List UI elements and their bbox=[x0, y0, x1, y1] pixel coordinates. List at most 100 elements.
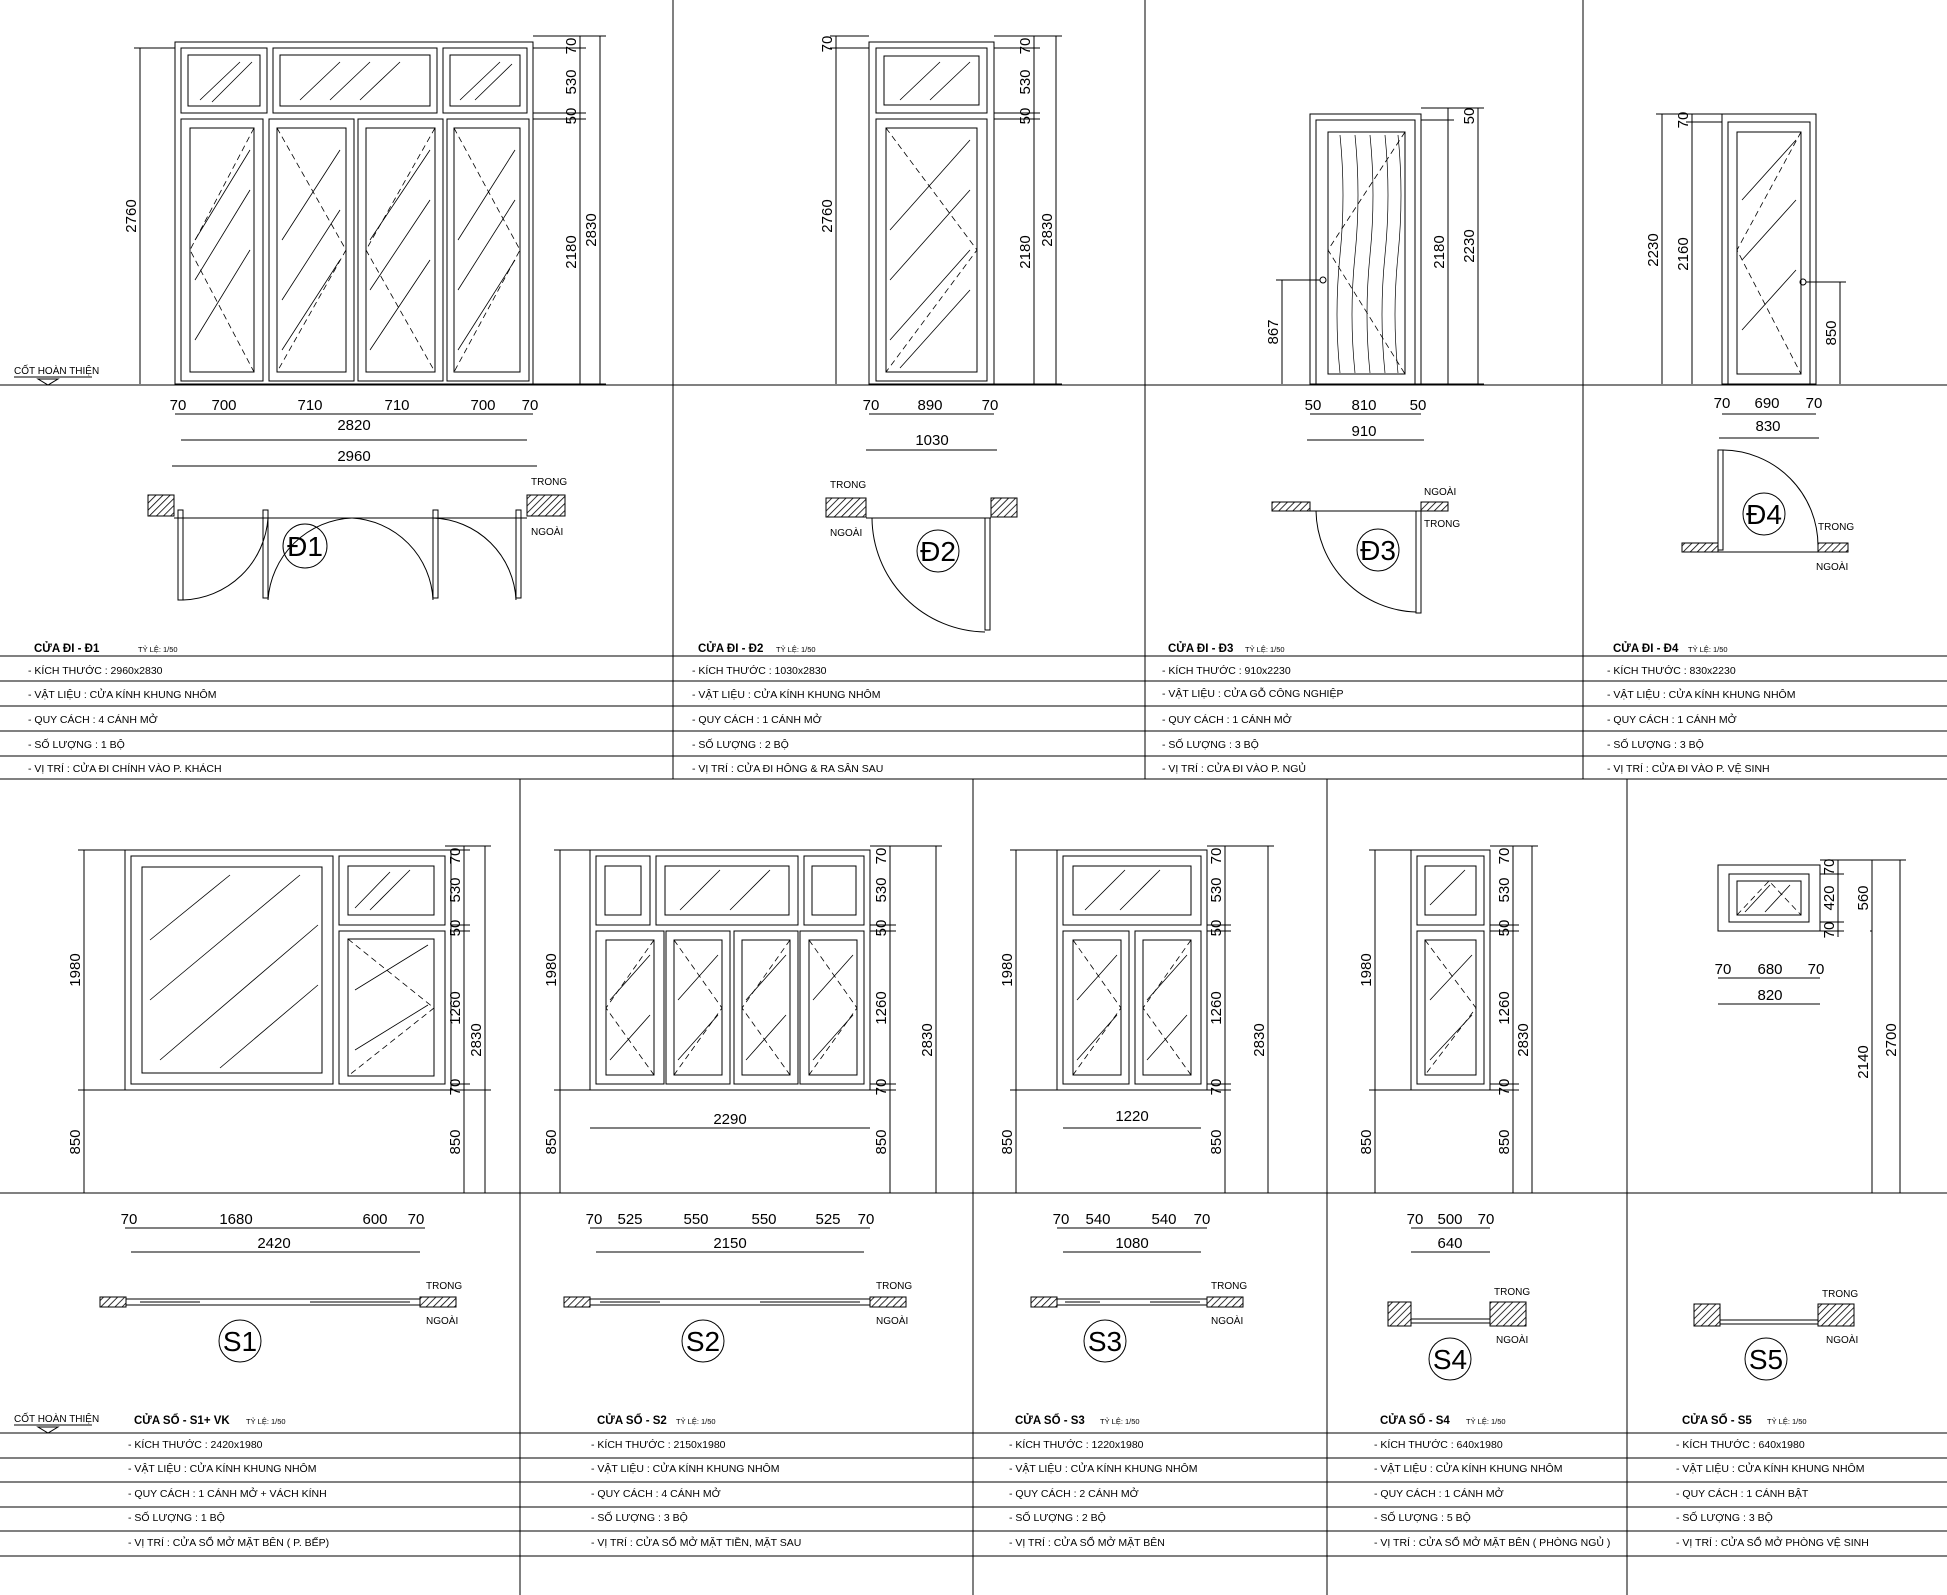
svg-text:- VẬT LIỆU : CỬA KÍNH KHUNG NH: - VẬT LIỆU : CỬA KÍNH KHUNG NHÔM bbox=[1374, 1462, 1562, 1475]
svg-text:- VẬT LIỆU : CỬA KÍNH KHUNG NH: - VẬT LIỆU : CỬA KÍNH KHUNG NHÔM bbox=[1009, 1462, 1197, 1475]
svg-text:710: 710 bbox=[297, 397, 322, 414]
svg-text:- QUY CÁCH : 1 CÁNH MỞ: - QUY CÁCH : 1 CÁNH MỞ bbox=[692, 713, 822, 726]
svg-text:70: 70 bbox=[1478, 1211, 1495, 1228]
window-s3-elevation bbox=[1010, 845, 1274, 1253]
window-s4-plan bbox=[1387, 1301, 1527, 1381]
svg-text:910: 910 bbox=[1351, 423, 1376, 440]
svg-text:1260: 1260 bbox=[1496, 991, 1513, 1024]
svg-text:530: 530 bbox=[1017, 69, 1034, 94]
door-d2-tag: Đ2 bbox=[920, 536, 956, 567]
svg-text:530: 530 bbox=[1496, 877, 1513, 902]
svg-text:540: 540 bbox=[1085, 1211, 1110, 1228]
svg-text:1260: 1260 bbox=[1208, 991, 1225, 1024]
svg-text:TRONG: TRONG bbox=[1818, 522, 1854, 533]
window-s5-dims: 70 420 70 560 2140 2700 70 680 70 820 bbox=[1715, 859, 1900, 1079]
svg-text:- VỊ TRÍ : CỬA ĐI VÀO P. NGỦ: - VỊ TRÍ : CỬA ĐI VÀO P. NGỦ bbox=[1162, 762, 1306, 775]
svg-text:2820: 2820 bbox=[337, 417, 370, 434]
svg-text:- SỐ LƯỢNG : 1 BỘ: - SỐ LƯỢNG : 1 BỘ bbox=[128, 1510, 225, 1524]
svg-text:TỶ LỆ: 1/50: TỶ LỆ: 1/50 bbox=[1466, 1417, 1506, 1426]
svg-text:CỬA ĐI - Đ3: CỬA ĐI - Đ3 bbox=[1168, 642, 1233, 655]
svg-text:50: 50 bbox=[1410, 397, 1427, 414]
svg-text:- VỊ TRÍ : CỬA ĐI HÔNG & RA SÂ: - VỊ TRÍ : CỬA ĐI HÔNG & RA SÂN SAU bbox=[692, 762, 883, 775]
svg-text:70: 70 bbox=[170, 397, 187, 414]
door-d1-dims: 70 530 50 2180 2830 2760 70 700 710 710 … bbox=[123, 38, 600, 465]
svg-text:CỬA SỔ - S5: CỬA SỔ - S5 bbox=[1682, 1414, 1752, 1427]
svg-text:50: 50 bbox=[1305, 397, 1322, 414]
svg-text:TRONG: TRONG bbox=[1424, 519, 1460, 530]
svg-text:TỶ LỆ: 1/50: TỶ LỆ: 1/50 bbox=[776, 645, 816, 654]
svg-text:- VẬT LIỆU : CỬA KÍNH KHUNG NH: - VẬT LIỆU : CỬA KÍNH KHUNG NHÔM bbox=[692, 688, 880, 701]
svg-text:1980: 1980 bbox=[67, 953, 84, 986]
window-s3-dims: 70 530 50 1260 70 850 2830 1980 850 1220… bbox=[999, 848, 1268, 1252]
svg-text:50: 50 bbox=[1496, 920, 1513, 937]
svg-text:1260: 1260 bbox=[447, 991, 464, 1024]
svg-text:50: 50 bbox=[447, 920, 464, 937]
svg-text:TỶ LỆ: 1/50: TỶ LỆ: 1/50 bbox=[246, 1417, 286, 1426]
svg-text:850: 850 bbox=[1823, 320, 1840, 345]
finish-level-marker-top: CỐT HOÀN THIỆN bbox=[14, 363, 99, 386]
svg-text:- SỐ LƯỢNG : 2 BỘ: - SỐ LƯỢNG : 2 BỘ bbox=[1009, 1510, 1106, 1524]
svg-text:70: 70 bbox=[447, 1079, 464, 1096]
svg-text:70: 70 bbox=[1806, 395, 1823, 412]
svg-text:TRONG: TRONG bbox=[1822, 1289, 1858, 1300]
svg-text:CỬA ĐI - Đ4: CỬA ĐI - Đ4 bbox=[1613, 642, 1679, 655]
svg-text:- SỐ LƯỢNG : 3 BỘ: - SỐ LƯỢNG : 3 BỘ bbox=[591, 1510, 688, 1524]
svg-text:640: 640 bbox=[1437, 1235, 1462, 1252]
svg-text:- KÍCH THƯỚC : 830x2230: - KÍCH THƯỚC : 830x2230 bbox=[1607, 664, 1736, 677]
svg-text:- SỐ LƯỢNG : 1 BỘ: - SỐ LƯỢNG : 1 BỘ bbox=[28, 737, 125, 751]
svg-text:NGOÀI: NGOÀI bbox=[1496, 1333, 1528, 1346]
svg-text:550: 550 bbox=[683, 1211, 708, 1228]
svg-text:525: 525 bbox=[815, 1211, 840, 1228]
svg-text:70: 70 bbox=[447, 848, 464, 865]
svg-text:525: 525 bbox=[617, 1211, 642, 1228]
window-s5-spec-table: CỬA SỔ - S5 TỶ LỆ: 1/50 - KÍCH THƯỚC : 6… bbox=[1676, 1414, 1869, 1549]
svg-text:- VỊ TRÍ : CỬA SỔ MỞ PHÒNG VỆ: - VỊ TRÍ : CỬA SỔ MỞ PHÒNG VỆ SINH bbox=[1676, 1536, 1869, 1549]
svg-text:530: 530 bbox=[873, 877, 890, 902]
svg-text:TRONG: TRONG bbox=[830, 480, 866, 491]
svg-text:867: 867 bbox=[1265, 319, 1282, 344]
door-d3-elevation bbox=[1276, 107, 1484, 441]
svg-text:- VỊ TRÍ : CỬA SỔ MỞ MẶT BÊN (: - VỊ TRÍ : CỬA SỔ MỞ MẶT BÊN ( P. BẾP) bbox=[128, 1536, 329, 1549]
window-s1-spec-table: CỬA SỔ - S1+ VK TỶ LỆ: 1/50 - KÍCH THƯỚC… bbox=[128, 1414, 329, 1549]
window-s1-plan-labels: S1 TRONG NGOÀI bbox=[223, 1281, 462, 1357]
svg-text:850: 850 bbox=[1358, 1129, 1375, 1154]
svg-text:2700: 2700 bbox=[1883, 1023, 1900, 1056]
window-s5-elevation bbox=[1717, 859, 1906, 1193]
svg-text:70: 70 bbox=[1821, 922, 1838, 939]
door-d4-spec-table: CỬA ĐI - Đ4 TỶ LỆ: 1/50 - KÍCH THƯỚC : 8… bbox=[1607, 642, 1795, 775]
svg-text:2760: 2760 bbox=[819, 199, 836, 232]
door-d3-plan bbox=[1271, 501, 1449, 614]
door-d4-dims: 70 2230 2160 850 70 690 70 830 bbox=[1645, 112, 1840, 435]
svg-text:CỬA ĐI - Đ1: CỬA ĐI - Đ1 bbox=[34, 642, 100, 655]
svg-text:1980: 1980 bbox=[543, 953, 560, 986]
svg-text:NGOÀI: NGOÀI bbox=[1816, 560, 1848, 573]
svg-text:70: 70 bbox=[819, 36, 836, 53]
svg-text:- SỐ LƯỢNG : 3 BỘ: - SỐ LƯỢNG : 3 BỘ bbox=[1676, 1510, 1773, 1524]
svg-text:70: 70 bbox=[1208, 848, 1225, 865]
svg-text:700: 700 bbox=[211, 397, 236, 414]
svg-text:550: 550 bbox=[751, 1211, 776, 1228]
window-s3-plan-labels: S3 TRONG NGOÀI bbox=[1088, 1281, 1247, 1357]
svg-text:- KÍCH THƯỚC : 2960x2830: - KÍCH THƯỚC : 2960x2830 bbox=[28, 664, 163, 677]
svg-text:70: 70 bbox=[1496, 1079, 1513, 1096]
door-d1-tag: Đ1 bbox=[287, 531, 323, 562]
svg-text:540: 540 bbox=[1151, 1211, 1176, 1228]
svg-text:530: 530 bbox=[563, 69, 580, 94]
svg-text:- SỐ LƯỢNG : 2 BỘ: - SỐ LƯỢNG : 2 BỘ bbox=[692, 737, 789, 751]
door-d3-spec-table: CỬA ĐI - Đ3 TỶ LỆ: 1/50 - KÍCH THƯỚC : 9… bbox=[1162, 642, 1343, 775]
door-d2-plan bbox=[825, 497, 1018, 633]
window-s1-tag: S1 bbox=[223, 1326, 257, 1357]
svg-text:TRONG: TRONG bbox=[1494, 1287, 1530, 1298]
door-d1-plan-labels: Đ1 TRONG NGOÀI bbox=[287, 477, 567, 562]
svg-text:700: 700 bbox=[470, 397, 495, 414]
svg-text:70: 70 bbox=[1808, 961, 1825, 978]
svg-text:420: 420 bbox=[1821, 885, 1838, 910]
svg-text:890: 890 bbox=[917, 397, 942, 414]
svg-text:70: 70 bbox=[1017, 38, 1034, 55]
svg-text:2160: 2160 bbox=[1675, 237, 1692, 270]
svg-text:530: 530 bbox=[1208, 877, 1225, 902]
svg-text:2830: 2830 bbox=[1039, 213, 1056, 246]
door-d3-plan-labels: Đ3 NGOÀI TRONG bbox=[1360, 485, 1460, 566]
